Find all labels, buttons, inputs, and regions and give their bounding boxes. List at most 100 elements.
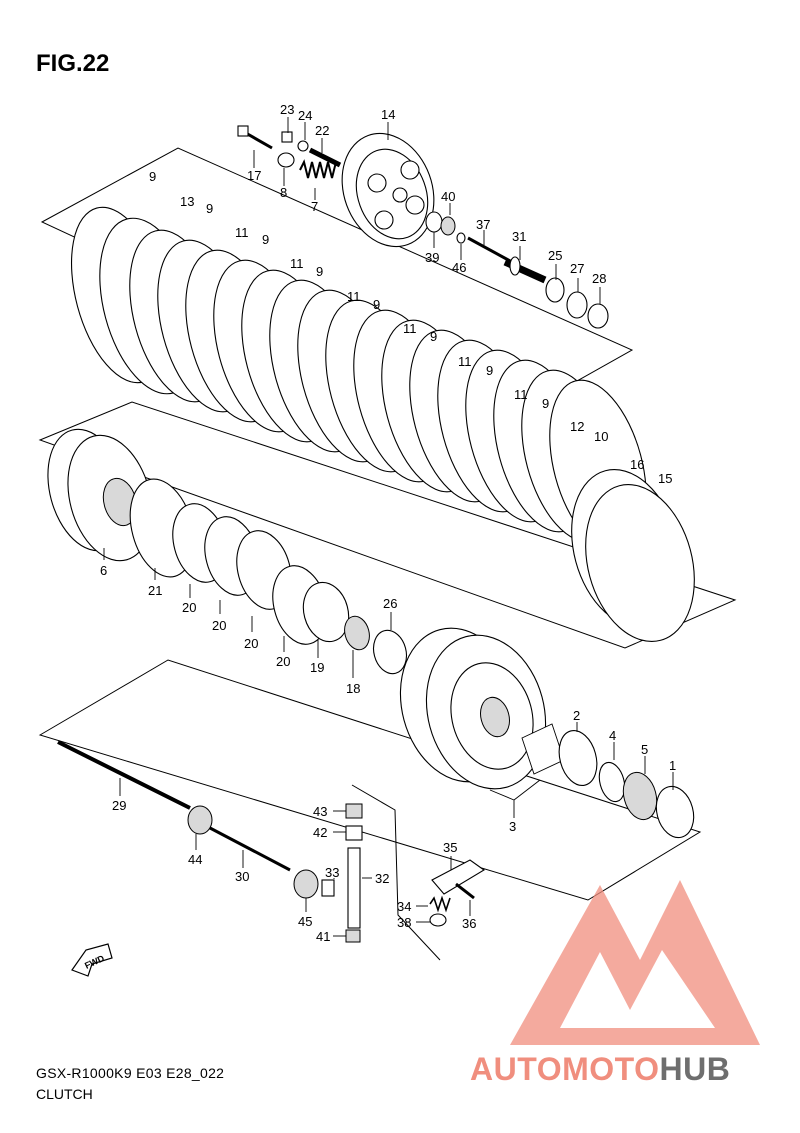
callout-5: 5	[641, 742, 648, 757]
callout-18: 18	[346, 681, 360, 696]
callout-20-c: 20	[244, 636, 258, 651]
watermark-text-primary: AUTOMOTO	[470, 1051, 659, 1087]
callout-22: 22	[315, 123, 329, 138]
oil-seal-44	[187, 805, 213, 835]
callout-7: 7	[311, 199, 318, 214]
callout-36: 36	[462, 916, 476, 931]
push-rod-37	[467, 236, 513, 264]
lower-shaft-frame	[38, 659, 702, 901]
callout-10: 10	[594, 429, 608, 444]
callout-32: 32	[375, 871, 389, 886]
callout-39: 39	[425, 250, 439, 265]
callout-2: 2	[573, 708, 580, 723]
watermark-logo-icon	[510, 880, 760, 1045]
callout-26: 26	[383, 596, 397, 611]
pressure-plate	[341, 132, 435, 248]
bolt-36	[455, 882, 475, 900]
pin-33	[321, 879, 335, 897]
callout-9-b: 9	[206, 201, 213, 216]
watermark-text: AUTOMOTOHUB	[470, 1051, 730, 1087]
callout-14: 14	[381, 107, 395, 122]
callout-40: 40	[441, 189, 455, 204]
callout-23: 23	[280, 102, 294, 117]
callout-28: 28	[592, 271, 606, 286]
spacer-8	[277, 152, 295, 168]
callout-9-f: 9	[430, 329, 437, 344]
seal-46	[456, 232, 466, 244]
nut-25	[545, 277, 565, 303]
callout-11-a: 11	[235, 225, 249, 240]
callout-45: 45	[298, 914, 312, 929]
callout-labels: 23 24 22 14 17 8 7 9 13 9 11 9 11 9 11 9…	[100, 102, 676, 944]
callout-11-f: 11	[514, 387, 528, 402]
callout-27: 27	[570, 261, 584, 276]
washer-24	[297, 140, 309, 152]
callout-30: 30	[235, 869, 249, 884]
bearing-5	[622, 771, 658, 821]
callout-9-d: 9	[316, 264, 323, 279]
callout-15: 15	[658, 471, 672, 486]
washer-39	[425, 211, 443, 233]
callout-31: 31	[512, 229, 526, 244]
bearing-2	[558, 730, 598, 786]
washer-38	[429, 913, 447, 927]
callout-9-a: 9	[149, 169, 156, 184]
callout-38: 38	[397, 915, 411, 930]
push-rod-29	[57, 740, 191, 810]
washer-26	[372, 629, 408, 675]
callout-1: 1	[669, 758, 676, 773]
callout-19: 19	[310, 660, 324, 675]
push-rod-30	[209, 826, 291, 872]
callout-41: 41	[316, 929, 330, 944]
spacer-4	[598, 761, 626, 803]
callout-4: 4	[609, 728, 616, 743]
callout-9-e: 9	[373, 297, 380, 312]
bearing-43	[345, 803, 363, 819]
callout-17: 17	[247, 168, 261, 183]
callout-11-b: 11	[290, 256, 304, 271]
callout-16: 16	[630, 457, 644, 472]
callout-11-d: 11	[403, 321, 417, 336]
bearing-42	[345, 825, 363, 841]
callout-35: 35	[443, 840, 457, 855]
clutch-bolt	[237, 125, 273, 150]
callout-11-g: 12	[570, 419, 584, 434]
bolt-nut-23	[281, 131, 293, 143]
callout-37: 37	[476, 217, 490, 232]
ring-15	[585, 484, 695, 642]
leader-lines	[103, 117, 674, 937]
callout-3: 3	[509, 819, 516, 834]
callout-11-e: 11	[458, 354, 472, 369]
plate-stack	[70, 206, 647, 553]
callout-9-h: 9	[542, 396, 549, 411]
callout-24: 24	[298, 108, 312, 123]
callout-20-d: 20	[276, 654, 290, 669]
callout-33: 33	[325, 865, 339, 880]
section-name: CLUTCH	[36, 1086, 93, 1102]
callout-42: 42	[313, 825, 327, 840]
callout-25: 25	[548, 248, 562, 263]
watermark-text-secondary: HUB	[659, 1051, 730, 1087]
figure-title: FIG.22	[36, 50, 110, 77]
release-shaft-32	[347, 847, 361, 929]
bearing-40	[440, 216, 456, 236]
callout-29: 29	[112, 798, 126, 813]
middle-hub-frame	[38, 401, 737, 649]
callout-43: 43	[313, 804, 327, 819]
callout-11-c: 11	[347, 289, 361, 304]
oil-seal-45	[293, 869, 319, 899]
model-code: GSX-R1000K9 E03 E28_022	[36, 1065, 225, 1081]
primary-driven-gear-3	[399, 627, 547, 790]
callout-21: 21	[148, 583, 162, 598]
cam-18	[344, 615, 370, 651]
callout-20-b: 20	[212, 618, 226, 633]
washer-28	[587, 303, 609, 329]
callout-8: 8	[280, 185, 287, 200]
callout-20-a: 20	[182, 600, 196, 615]
callout-9-g: 9	[486, 363, 493, 378]
callout-46: 46	[452, 260, 466, 275]
callout-44: 44	[188, 852, 202, 867]
spring-34	[429, 895, 451, 913]
release-piece-31	[503, 256, 547, 284]
